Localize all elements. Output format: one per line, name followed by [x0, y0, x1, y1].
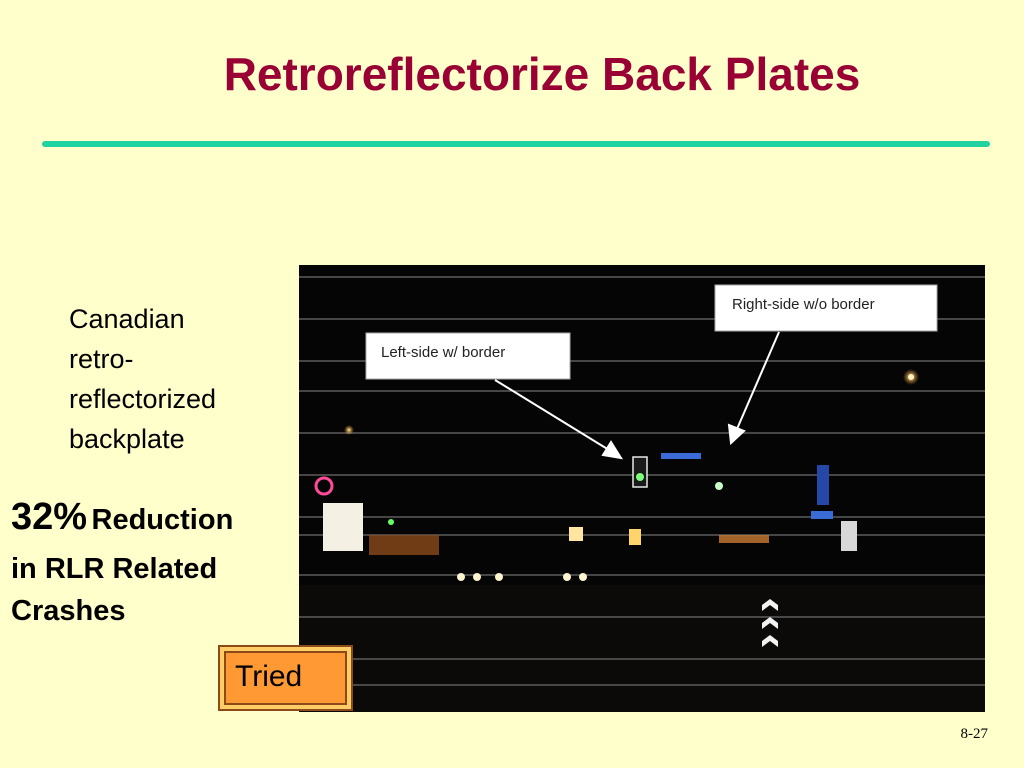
photo-caption: Canadian retro- reflectorized backplate: [69, 299, 216, 459]
caption-line: backplate: [69, 424, 185, 454]
stat-line-1: 32% Reduction: [11, 494, 296, 548]
page-number: 8-27: [960, 726, 989, 742]
stat-line-3: Crashes: [11, 595, 126, 627]
stat-percent: 32%: [11, 496, 88, 538]
caption-line: retro-: [69, 344, 134, 374]
caption-line: reflectorized: [69, 384, 217, 414]
night-intersection-photo: Left-side w/ border Right-side w/o borde…: [299, 265, 985, 712]
badge-label: Tried: [235, 660, 303, 693]
status-badge-tried: Tried: [218, 645, 353, 711]
stat-line-2: in RLR Related: [11, 553, 218, 585]
stat-reduction: Reduction: [91, 504, 234, 536]
caption-line: Canadian: [69, 304, 185, 334]
slide-title: Retroreflectorize Back Plates: [223, 48, 861, 100]
crash-reduction-stat: 32% Reduction in RLR Related Crashes: [11, 494, 296, 632]
callout-left-label: Left-side w/ border: [381, 344, 505, 361]
callout-right-label: Right-side w/o border: [732, 296, 875, 313]
title-divider: [42, 141, 990, 147]
